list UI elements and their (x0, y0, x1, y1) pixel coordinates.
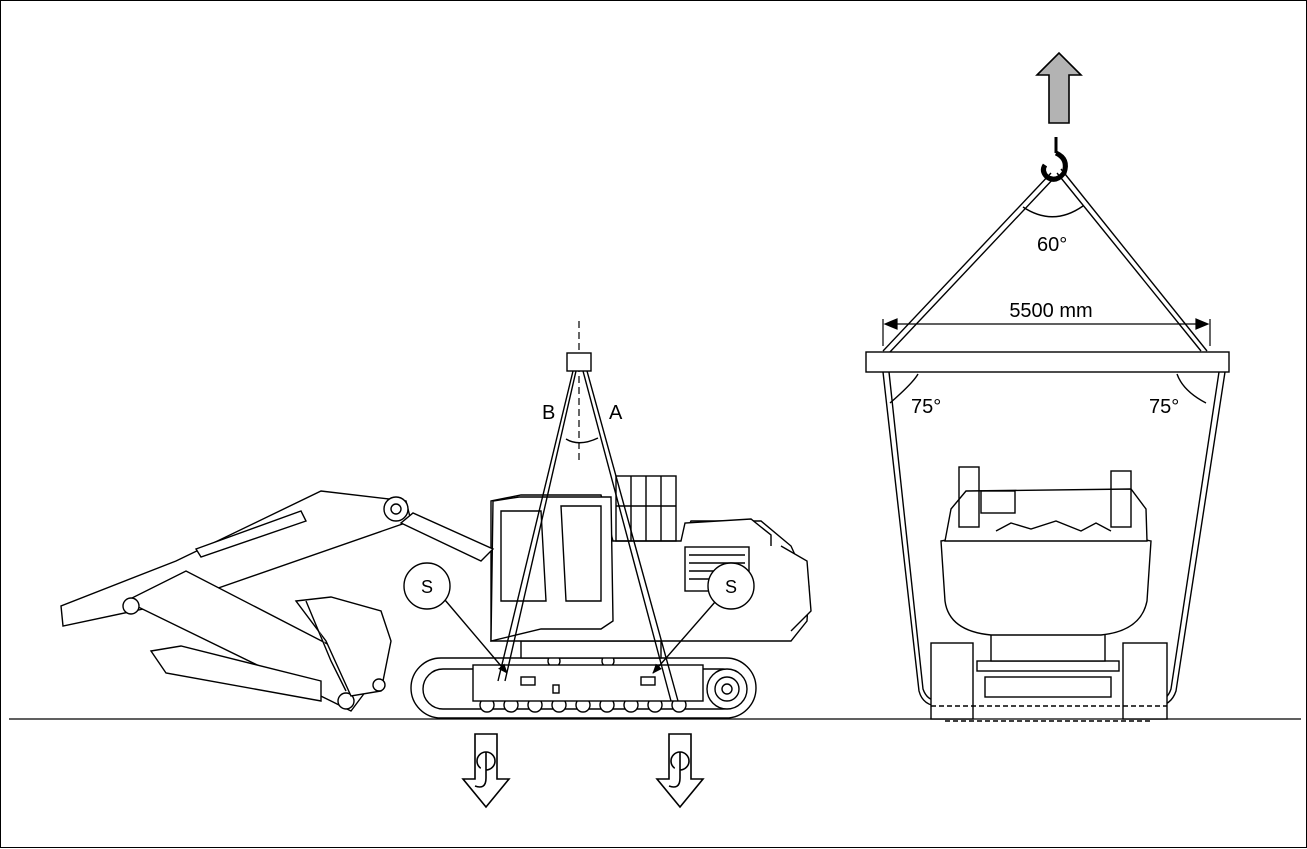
lifting-block (566, 352, 592, 372)
up-arrow-icon (1035, 51, 1083, 124)
tie-down-icon-right (655, 733, 705, 809)
angle-right-label: 75° (1149, 396, 1179, 418)
angle-left-label: 75° (911, 396, 941, 418)
sling-b-label: B (542, 402, 555, 424)
svg-text:S: S (725, 577, 737, 597)
excavator-front-view (930, 466, 1168, 722)
shackle-marker-right: S (652, 562, 755, 674)
side-slings (497, 370, 679, 702)
tie-down-icon-left (461, 733, 511, 809)
spreader-bar (865, 351, 1230, 373)
svg-text:S: S (421, 577, 433, 597)
front-slings-upper (882, 168, 1208, 354)
counterweight-front (940, 530, 1152, 636)
spreader-dimension (882, 318, 1211, 346)
sling-a-label: A (609, 402, 623, 424)
angle-top-label: 60° (1037, 234, 1067, 256)
bucket (294, 596, 392, 697)
excavator-side-view (60, 475, 812, 719)
hook-icon (1040, 137, 1068, 182)
shackle-marker-left: S (403, 562, 508, 674)
spreader-width-label: 5500 mm (1009, 300, 1092, 322)
